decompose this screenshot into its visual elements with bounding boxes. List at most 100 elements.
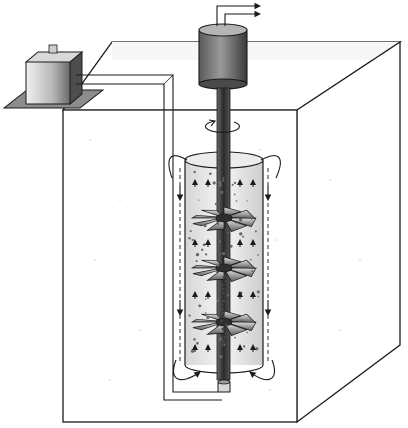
bubble bbox=[195, 252, 200, 257]
bubble bbox=[231, 183, 234, 186]
output-arrows bbox=[216, 2, 262, 26]
rotation-indicator bbox=[204, 119, 240, 133]
motor-top bbox=[198, 23, 248, 37]
bubble bbox=[222, 179, 225, 182]
bubble bbox=[221, 311, 226, 315]
supply-box-cap bbox=[48, 44, 58, 54]
bubble bbox=[251, 269, 254, 273]
bubble bbox=[257, 295, 260, 298]
bubble bbox=[212, 181, 216, 185]
bubble bbox=[188, 314, 191, 317]
flow-arrows bbox=[192, 179, 256, 352]
bubble bbox=[222, 275, 226, 279]
impeller-middle bbox=[190, 256, 257, 283]
bubble bbox=[200, 248, 204, 252]
bubble bbox=[246, 200, 248, 202]
bubble bbox=[240, 319, 243, 322]
bubble bbox=[250, 258, 252, 261]
bubble bbox=[198, 199, 200, 201]
bubble bbox=[190, 349, 195, 353]
bubble bbox=[226, 294, 229, 297]
impeller-hub bbox=[215, 213, 233, 223]
bubble bbox=[219, 355, 223, 359]
motor bbox=[198, 23, 248, 90]
bubble bbox=[216, 263, 220, 267]
output-arrow-upper bbox=[216, 2, 262, 26]
bubble bbox=[219, 303, 224, 307]
bubble bbox=[229, 244, 233, 248]
recirculation-arrows bbox=[168, 155, 281, 381]
bubble bbox=[235, 222, 237, 224]
bubble bbox=[255, 267, 257, 269]
bubble bbox=[224, 323, 229, 327]
recirc-top-right bbox=[260, 155, 281, 179]
bubble bbox=[254, 230, 257, 233]
bubble bbox=[225, 228, 227, 231]
bubble bbox=[203, 224, 207, 228]
bubble bbox=[188, 236, 191, 240]
bubble bbox=[220, 343, 225, 347]
bubble bbox=[218, 181, 222, 185]
bubble bbox=[223, 335, 227, 339]
bubble bbox=[206, 315, 210, 320]
bubble bbox=[196, 341, 199, 345]
bubble bbox=[233, 193, 236, 196]
bubble bbox=[222, 252, 226, 256]
supply-box-front bbox=[25, 61, 71, 105]
bubble bbox=[251, 218, 253, 221]
recirc-top-left bbox=[168, 155, 188, 179]
bubble bbox=[255, 347, 259, 351]
bubble bbox=[224, 331, 228, 335]
bubble bbox=[224, 279, 228, 283]
bubble bbox=[256, 290, 260, 294]
bubble bbox=[239, 232, 243, 236]
bubble bbox=[234, 336, 237, 339]
bubble bbox=[189, 230, 192, 233]
bubble bbox=[191, 238, 194, 242]
bubble bbox=[218, 338, 222, 342]
recirc-bottom-right bbox=[249, 359, 276, 381]
bubble bbox=[242, 345, 246, 348]
bubble bbox=[222, 299, 226, 303]
bubble bbox=[193, 170, 196, 174]
bubble bbox=[227, 262, 229, 264]
bubble bbox=[225, 295, 228, 299]
bubble bbox=[218, 240, 221, 243]
recirc-bottom-left bbox=[173, 359, 201, 381]
bubble bbox=[257, 254, 259, 256]
bubble bbox=[216, 222, 220, 225]
bubble bbox=[221, 327, 225, 331]
bubble bbox=[193, 338, 196, 341]
bubble bbox=[202, 243, 206, 247]
output-arrow-lower bbox=[224, 10, 262, 26]
motor-bottom bbox=[198, 78, 248, 90]
bubble bbox=[220, 319, 223, 323]
bubble bbox=[226, 231, 229, 234]
bubble bbox=[219, 252, 222, 255]
bubble bbox=[221, 307, 225, 311]
bubble bbox=[233, 181, 237, 185]
bubble bbox=[204, 312, 207, 314]
bubble bbox=[222, 291, 225, 295]
bubble bbox=[242, 235, 245, 238]
impeller-hub bbox=[215, 263, 233, 273]
bubble bbox=[198, 304, 202, 308]
gas-sparger bbox=[217, 379, 231, 393]
bubble bbox=[216, 299, 220, 303]
gas-bubbles bbox=[188, 170, 260, 359]
bubble bbox=[220, 283, 224, 287]
impeller-top bbox=[190, 206, 257, 233]
tank-back-wall bbox=[112, 42, 400, 60]
bubble bbox=[204, 253, 208, 256]
bubble bbox=[195, 260, 198, 263]
bubble bbox=[222, 177, 225, 180]
bubble bbox=[204, 298, 207, 300]
gas-supply-unit bbox=[2, 44, 105, 109]
bubble bbox=[235, 200, 238, 202]
bubble bbox=[220, 190, 224, 194]
supply-box-side bbox=[69, 50, 83, 106]
impeller-bottom bbox=[190, 310, 257, 337]
gas-feed-pipe bbox=[76, 74, 222, 401]
